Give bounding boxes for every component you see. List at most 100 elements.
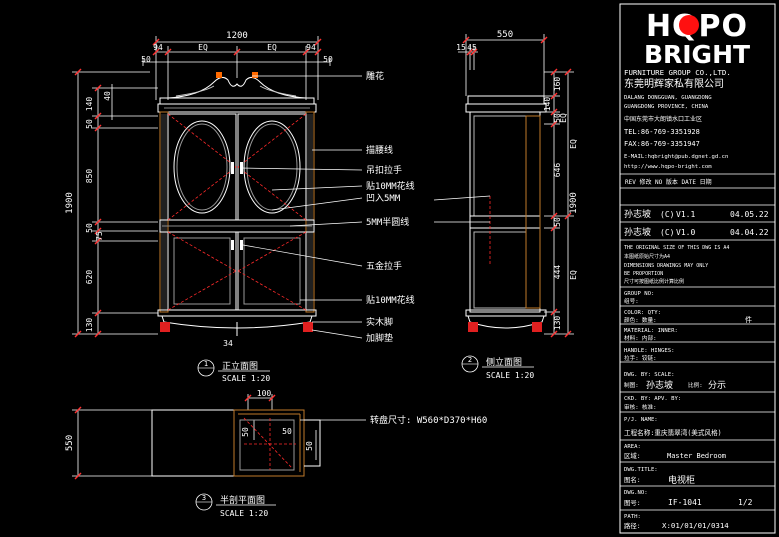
plan-turntable-note: 转盘尺寸: W560*D370*H60: [370, 414, 487, 426]
color-qty-cn: 颜色: 数量:: [624, 316, 656, 324]
svg-text:BE PROPORTION: BE PROPORTION: [624, 271, 663, 277]
company-name-cn: 东莞明辉家私有限公司: [624, 77, 724, 90]
label-waist-line: 描腰线: [366, 144, 393, 156]
color-qty-en: COLOR: QTY:: [624, 310, 661, 316]
plan-cabinet-outline: [151, 409, 321, 477]
address-en-1: DALANG DONGGUAN, GUANGDONG: [624, 95, 712, 101]
front-handles: [231, 162, 243, 250]
title-block: HQPO BRIGHT FURNITURE GROUP CO.,LTD. 东莞明…: [619, 3, 776, 534]
dwg-title-cn: 图名:: [624, 475, 641, 484]
side-dim-overall-height: 1900: [569, 192, 579, 214]
front-dim-40: 40: [103, 91, 112, 101]
project-name-value: 工程名称:重庆翡翠湾(美式风格): [624, 428, 722, 437]
label-drop-handle: 吊扣拉手: [366, 164, 402, 176]
side-dim-50: 50: [553, 113, 562, 123]
side-top-dimensions: [458, 34, 545, 96]
side-elevation-view: 550 15 45: [433, 30, 579, 380]
front-view-number: 1: [204, 360, 208, 368]
plan-turntable-lines: [243, 417, 296, 470]
front-dim-130: 130: [85, 318, 94, 333]
company-logo: HQPO BRIGHT FURNITURE GROUP CO.,LTD. 东莞明…: [624, 9, 750, 90]
side-leaders: [433, 195, 491, 223]
front-elevation-view: 1200 94 EQ EQ 94 50 50 1900: [65, 31, 415, 383]
front-dim-right-margin: 94: [306, 43, 316, 52]
material-en: MATERIAL: INNER:: [624, 328, 678, 334]
plan-dim-100: 100: [257, 389, 272, 398]
area-cn: 区域:: [624, 451, 641, 460]
side-dim-15: 15: [456, 43, 466, 52]
front-view-title: 正立面图: [222, 360, 258, 372]
email: E-MAIL:hqbright@pub.dgnet.gd.cn: [624, 154, 728, 160]
front-dim-eq-left: EQ: [198, 43, 208, 52]
path-cn: 路径:: [624, 521, 641, 530]
revision-row-1: 孙志坡 (C) V1.1 04.05.22: [624, 208, 769, 220]
address-cn: 中国东莞市大朗镇水口工业区: [624, 115, 702, 123]
front-dim-height-overall: 1900: [65, 192, 75, 214]
path-en: PATH:: [624, 514, 641, 520]
plan-view-caption: 3 半剖平面图 SCALE 1:20: [195, 493, 276, 518]
label-foot-pad: 加脚垫: [366, 332, 393, 344]
front-dim-50-a: 50: [85, 119, 94, 129]
info-fields: GROUP NO: 组号: COLOR: QTY: 颜色: 数量: 件 MATE…: [624, 291, 753, 530]
group-no-en: GROUP NO:: [624, 291, 654, 297]
dwg-by-value: 孙志坡: [646, 379, 673, 391]
side-dim-160: 160: [553, 77, 562, 92]
revision-table: [620, 173, 775, 241]
dwg-no-cn: 图号:: [624, 499, 641, 507]
side-dim-444: 444: [553, 265, 562, 280]
dwg-no-en: DWG.NO:: [624, 490, 648, 496]
side-dim-45: 45: [467, 43, 477, 52]
area-value: Master Bedroom: [667, 452, 726, 460]
plan-dim-depth: 550: [65, 435, 75, 451]
logo-q-accent: [679, 15, 699, 35]
checked-cn: 审核: 核准:: [624, 403, 656, 411]
side-feet: [468, 322, 542, 332]
plan-dimensions: [72, 394, 317, 477]
fax: FAX:86-769-3351947: [624, 140, 700, 148]
label-carving: 雕花: [366, 70, 384, 82]
handle-cn: 拉手: 铰链:: [624, 354, 656, 362]
label-half-round-5mm: 5MM半圆线: [366, 216, 409, 228]
project-name-label: P/J. NAME:: [624, 417, 658, 423]
front-feet: [160, 322, 313, 332]
front-door-swing-lines: [167, 113, 307, 311]
front-dim-side-left: 50: [141, 55, 151, 64]
side-cabinet-outline: [465, 95, 547, 329]
label-hardware-handle: 五金拉手: [366, 260, 402, 272]
label-recess-5mm: 凹入5MM: [366, 193, 401, 204]
plan-view-scale: SCALE 1:20: [220, 509, 268, 518]
side-dim-130: 130: [553, 316, 562, 331]
revision-header: REV 修改 NO 版本 DATE 日期: [625, 178, 712, 186]
front-leader-lines: [239, 75, 363, 339]
front-dim-50-b: 50: [85, 223, 94, 233]
front-dim-850: 850: [85, 169, 94, 184]
front-top-dimensions: [142, 36, 331, 100]
logo-bright: BRIGHT: [644, 40, 750, 69]
side-dim-646: 646: [553, 163, 562, 178]
front-dim-side-right: 50: [323, 55, 333, 64]
label-flower-line-10mm-a: 贴10MM花线: [366, 180, 415, 192]
plan-dim-50-a: 50: [241, 427, 250, 437]
side-dim-140: 140: [543, 97, 552, 112]
front-left-dimensions: [72, 71, 158, 335]
side-dim-eq-top: EQ: [559, 113, 568, 123]
telephone: TEL:86-769-3351928: [624, 128, 700, 136]
dwg-scale-en: DWG. BY: SCALE:: [624, 372, 675, 378]
qty-value: 件: [745, 315, 752, 324]
scale-value: 分示: [708, 380, 726, 391]
address-en-2: GUANGDONG PROVINCE, CHINA: [624, 104, 709, 110]
svg-text:04.05.22: 04.05.22: [730, 210, 769, 219]
side-dim-overall: 550: [497, 30, 513, 40]
side-view-caption: 2 侧立面图 SCALE 1:20: [461, 355, 534, 380]
svg-text:V1.0: V1.0: [676, 228, 695, 237]
plan-view-title: 半剖平面图: [220, 494, 265, 506]
dwg-title-en: DWG.TITLE:: [624, 467, 658, 473]
label-solid-wood-foot: 实木脚: [366, 316, 393, 328]
svg-text:孙志坡: 孙志坡: [624, 226, 651, 238]
material-cn: 材料: 内部:: [624, 334, 656, 342]
group-no-cn: 组号:: [624, 297, 639, 305]
svg-text:(C): (C): [660, 210, 674, 219]
info-grid: [620, 286, 775, 511]
svg-text:V1.1: V1.1: [676, 210, 695, 219]
